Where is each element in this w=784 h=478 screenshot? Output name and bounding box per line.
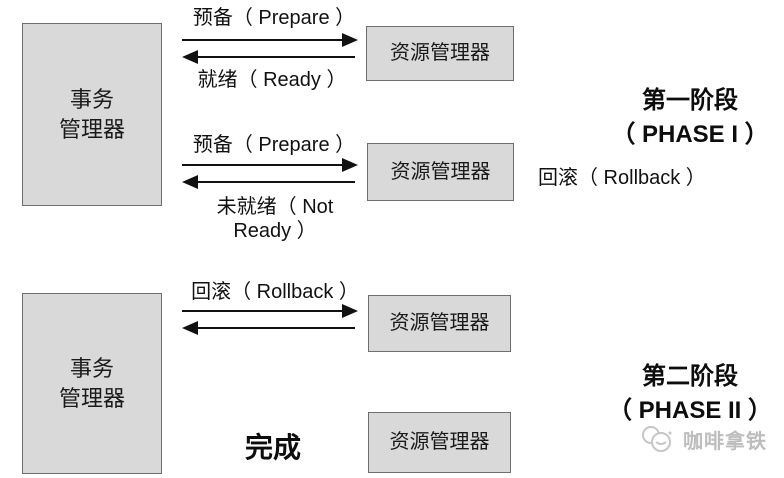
phase2-title: 第二阶段 （ PHASE II ） — [607, 363, 773, 425]
arrow-label-ready: 就绪（ Ready ） — [197, 69, 347, 91]
rollback-note: 回滚（ Rollback ） — [538, 167, 706, 189]
transaction-manager-box-phase1: 事务 管理器 — [22, 23, 162, 206]
resource-manager-label: 资源管理器 — [389, 431, 490, 454]
resource-manager-label: 资源管理器 — [389, 312, 490, 335]
arrow-label-not-ready: 未就绪（ Not Ready ） — [216, 196, 334, 242]
resource-manager-box-1: 资源管理器 — [366, 26, 514, 81]
resource-manager-label: 资源管理器 — [390, 160, 491, 183]
arrow-prepare-2-icon — [182, 158, 358, 172]
resource-manager-box-2: 资源管理器 — [367, 143, 514, 201]
resource-manager-label: 资源管理器 — [390, 42, 490, 65]
arrow-rollback-return-icon — [182, 321, 355, 335]
transaction-manager-box-phase2: 事务 管理器 — [22, 293, 162, 474]
transaction-manager-label: 事务 管理器 — [58, 87, 125, 142]
arrow-label-prepare-2: 预备（ Prepare ） — [192, 134, 356, 156]
watermark-text: 咖啡拿铁 — [683, 430, 767, 453]
arrow-not-ready-icon — [182, 175, 355, 189]
arrow-label-rollback: 回滚（ Rollback ） — [191, 281, 359, 303]
coffee-latte-logo-icon — [640, 423, 678, 455]
arrow-prepare-1-icon — [182, 33, 358, 47]
phase1-title: 第一阶段 （ PHASE I ） — [611, 87, 769, 149]
arrow-rollback-icon — [182, 304, 358, 318]
done-label: 完成 — [244, 432, 301, 463]
transaction-manager-label: 事务 管理器 — [58, 356, 125, 411]
watermark: 咖啡拿铁 — [640, 423, 767, 455]
arrow-label-prepare-1: 预备（ Prepare ） — [192, 7, 356, 29]
resource-manager-box-3: 资源管理器 — [368, 295, 511, 352]
arrow-ready-1-icon — [182, 50, 355, 64]
resource-manager-box-4: 资源管理器 — [368, 412, 511, 473]
